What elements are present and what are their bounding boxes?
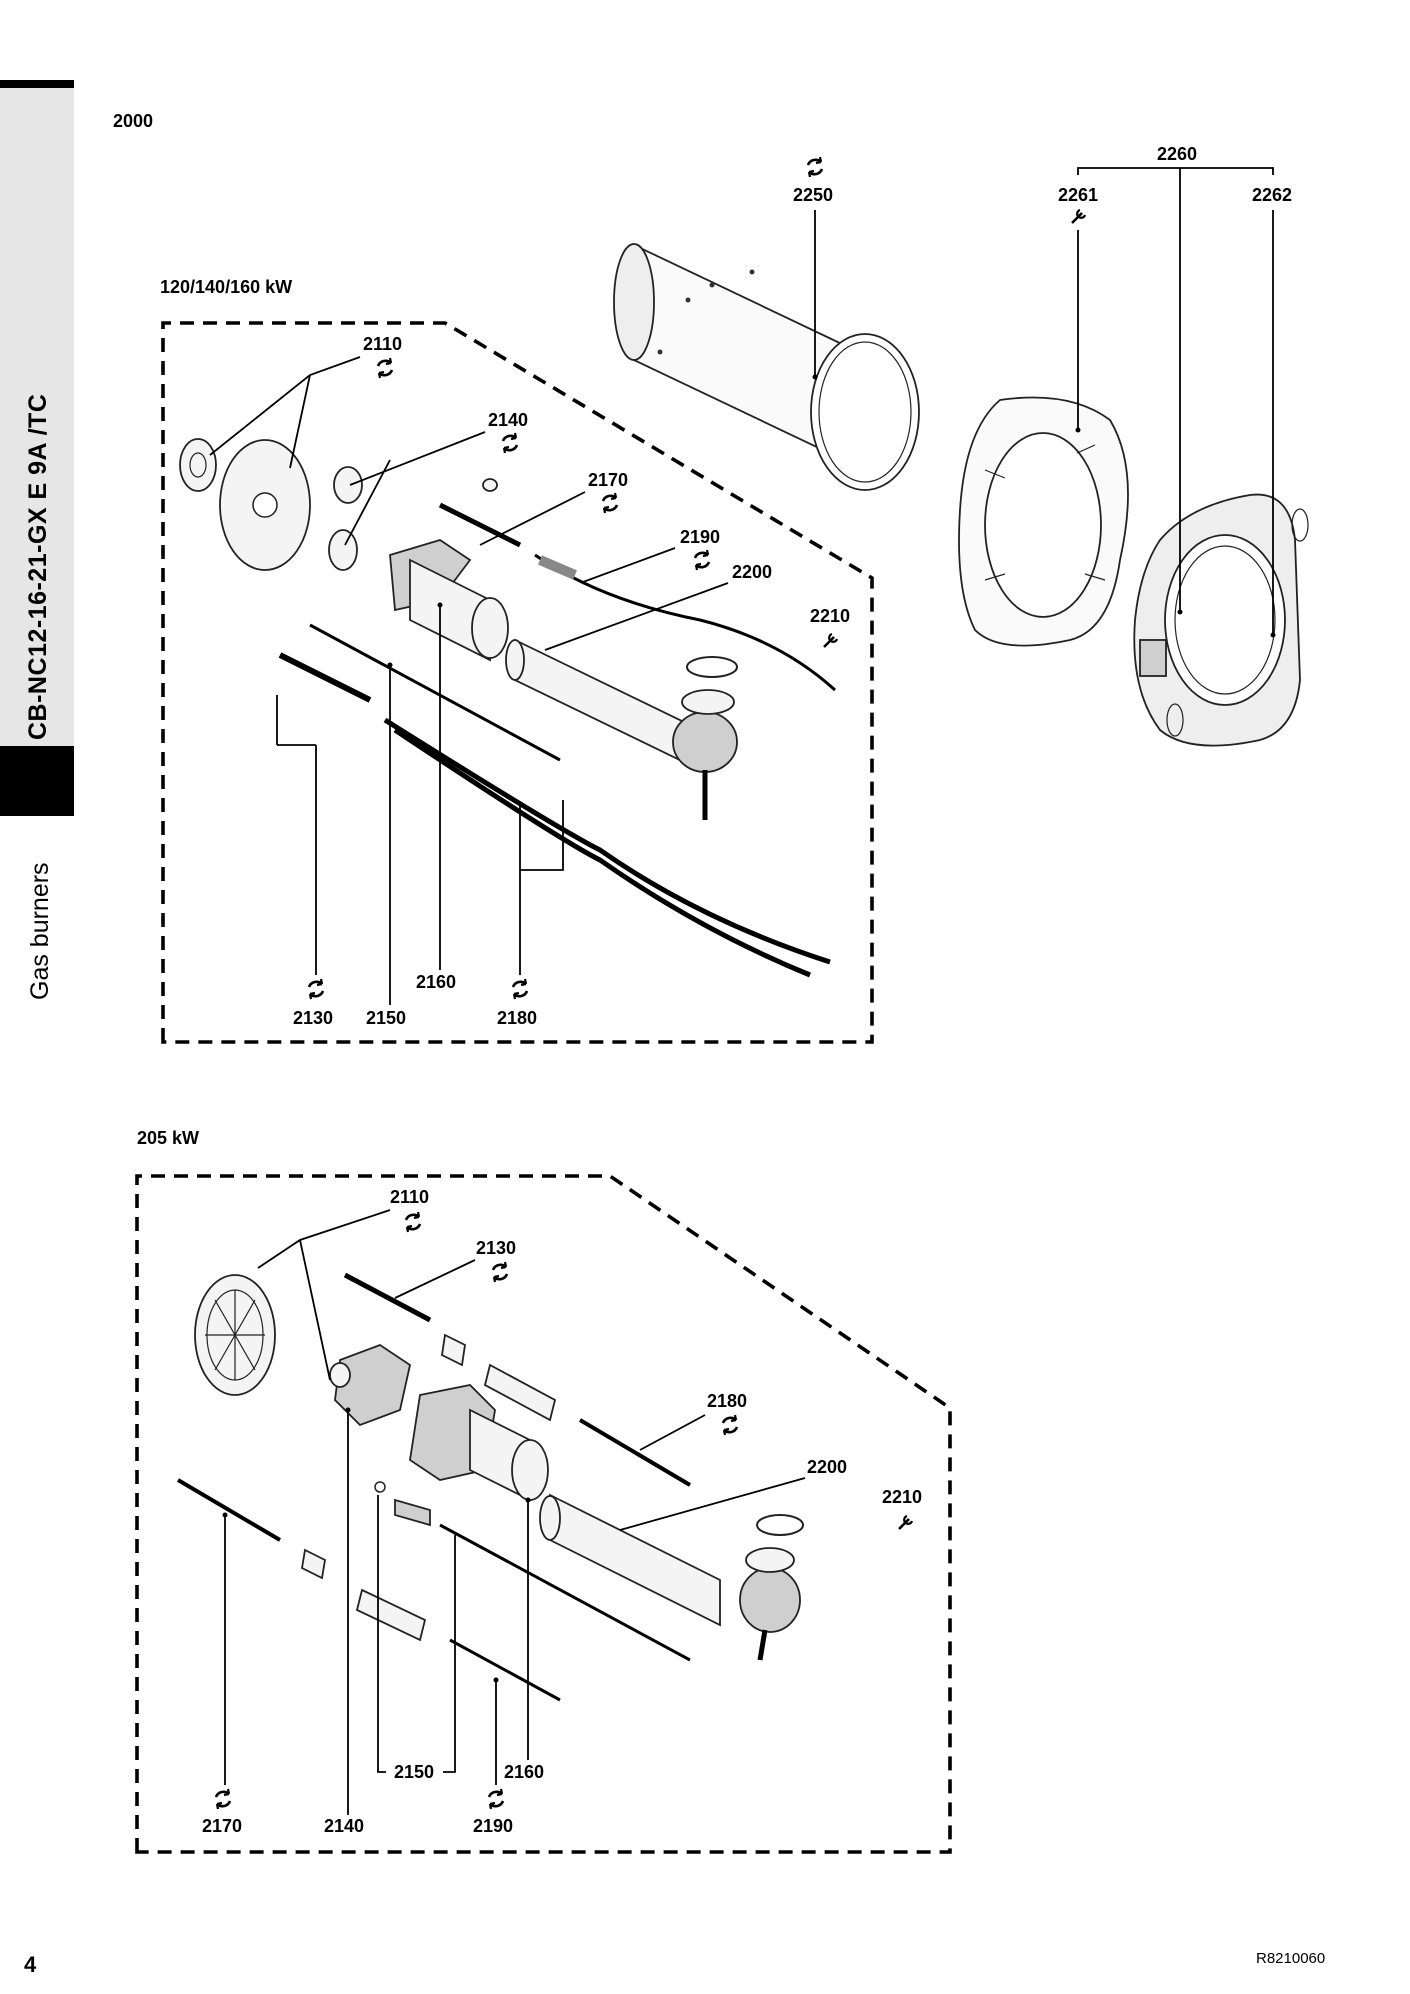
callout-2140-top: 2140 [488, 410, 528, 430]
top-group-parts [179, 438, 837, 978]
group-bottom-label: 205 kW [137, 1128, 200, 1148]
callout-2160-top: 2160 [416, 972, 456, 992]
callout-2170-bottom: 2170 [202, 1816, 242, 1836]
casing-tube [613, 243, 920, 491]
callout-2250: 2250 [793, 185, 833, 205]
callout-2261: 2261 [1058, 185, 1098, 205]
callout-2140-bottom: 2140 [324, 1816, 364, 1836]
callout-2190-bottom: 2190 [473, 1816, 513, 1836]
callout-2180-top: 2180 [497, 1008, 537, 1028]
gasket-plate [958, 396, 1129, 647]
callout-2130-bottom: 2130 [476, 1238, 516, 1258]
callout-2210-bottom: 2210 [882, 1487, 922, 1507]
bottom-group-parts [176, 1272, 804, 1702]
bottom-group-frame [135, 1174, 952, 1854]
callout-2150-top: 2150 [366, 1008, 406, 1028]
page-number: 4 [24, 1952, 37, 1977]
callout-2150-bottom: 2150 [394, 1762, 434, 1782]
mounting-flange [1133, 493, 1309, 747]
callout-2160-bottom: 2160 [504, 1762, 544, 1782]
sidebar-black-tab [0, 746, 74, 816]
callout-2200-top: 2200 [732, 562, 772, 582]
callout-2190-top: 2190 [680, 527, 720, 547]
figure-number: 2000 [113, 111, 154, 131]
callout-2130-top: 2130 [293, 1008, 333, 1028]
drawing-reference: R8210060 [1256, 1950, 1326, 1967]
callout-2210-top: 2210 [810, 606, 850, 626]
callout-2110-top: 2110 [363, 334, 402, 354]
sidebar-panel [0, 80, 74, 816]
top-group-frame [161, 321, 874, 1044]
callout-2180-bottom: 2180 [707, 1391, 747, 1411]
callout-2170-top: 2170 [588, 470, 628, 490]
callout-2260: 2260 [1157, 144, 1197, 164]
callout-2262: 2262 [1252, 185, 1292, 205]
group-top-label: 120/140/160 kW [160, 277, 293, 297]
sidebar-top-rule [0, 80, 74, 88]
callout-2110-bottom: 2110 [390, 1187, 429, 1207]
callout-2200-bottom: 2200 [807, 1457, 847, 1477]
